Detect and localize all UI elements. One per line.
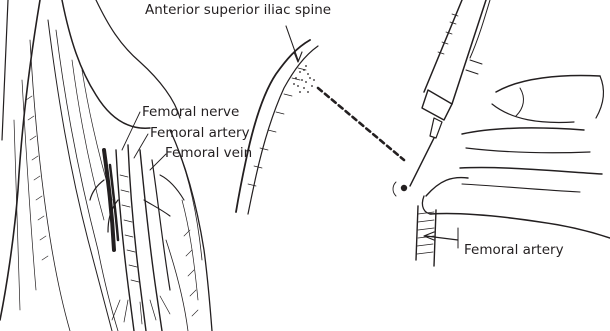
injection-point	[393, 182, 407, 196]
hand	[422, 76, 610, 238]
syringe	[410, 0, 490, 186]
label-femoral-nerve: Femoral nerve	[141, 106, 240, 120]
label-femoral-vein: Femoral vein	[164, 147, 253, 161]
iliac-crest-outline	[236, 26, 318, 214]
label-anterior-superior-iliac-spine: Anterior superior iliac spine	[144, 4, 332, 18]
dashed-guide-line	[318, 88, 404, 160]
femoral-artery-segment	[416, 206, 458, 266]
femoral-triangle-dissection	[0, 0, 212, 331]
label-femoral-artery: Femoral artery	[149, 127, 251, 141]
label-femoral-artery-right: Femoral artery	[463, 244, 565, 258]
